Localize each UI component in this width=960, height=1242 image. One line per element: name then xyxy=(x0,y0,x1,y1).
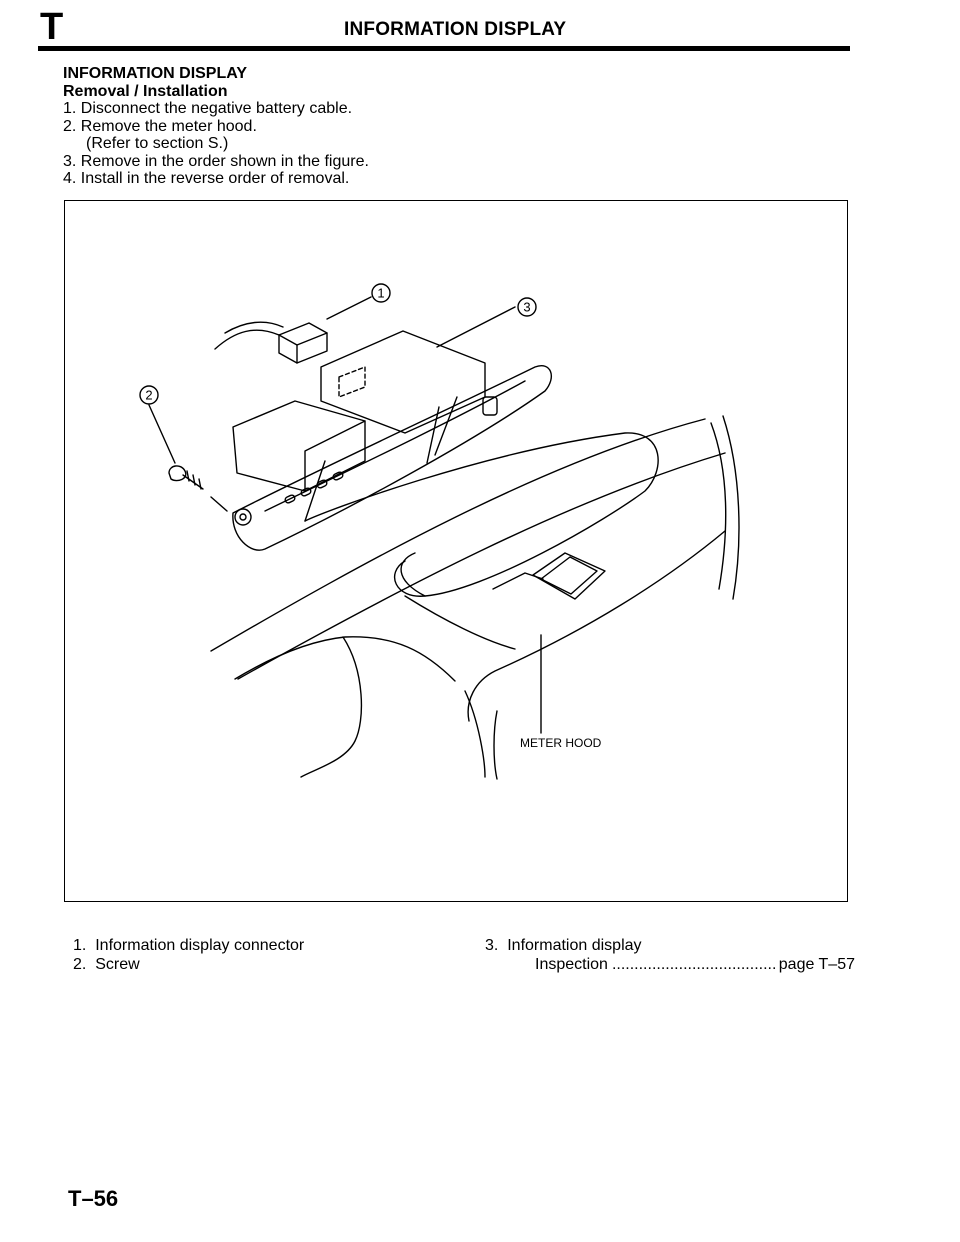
lower-curve xyxy=(234,636,456,682)
display-bezel xyxy=(232,365,553,551)
meter-hood-label: METER HOOD xyxy=(520,736,602,750)
callout-circle-3 xyxy=(517,297,537,317)
bezel-button-2 xyxy=(300,487,312,497)
page-number: T–56 xyxy=(68,1186,119,1211)
procedure-heading: INFORMATION DISPLAY xyxy=(63,65,248,82)
dash-curve-upper xyxy=(210,418,706,652)
procedure-subheading: Removal / Installation xyxy=(63,82,228,100)
leader-line-1 xyxy=(326,296,372,320)
step-4: 4. Install in the reverse order of remov… xyxy=(63,170,350,187)
legend-right: 3. Information display Inspection ......… xyxy=(485,936,855,974)
dash-curve-lower xyxy=(237,452,726,680)
callout-number-1: 1 xyxy=(377,286,384,301)
bezel-segment-1 xyxy=(304,460,326,522)
bezel-segment-3 xyxy=(434,396,458,456)
leader-line-3 xyxy=(436,306,516,348)
step-2-note: (Refer to section S.) xyxy=(86,135,229,152)
connector-top-edge xyxy=(278,332,328,346)
display-rear-housing xyxy=(232,400,366,492)
switch-block-inner xyxy=(540,556,598,595)
screw-shaft xyxy=(182,474,204,490)
column-line-left xyxy=(464,690,486,778)
leader-line-screw xyxy=(210,496,228,512)
bezel-button-4 xyxy=(332,471,344,481)
meter-hood-curl xyxy=(400,552,426,597)
connector-body xyxy=(278,322,328,364)
bezel-button-3 xyxy=(316,479,328,489)
callout-circle-1 xyxy=(371,283,391,303)
bezel-knob xyxy=(482,396,498,416)
screw-hole xyxy=(234,508,252,526)
meter-hood-outline xyxy=(304,432,659,597)
inspection-page-link: page T–57 xyxy=(778,956,855,973)
leader-line-2 xyxy=(148,404,176,464)
inspection-reference: Inspection .............................… xyxy=(485,955,855,974)
procedure-text: INFORMATION DISPLAY Removal / Installati… xyxy=(63,65,369,188)
figure-illustration: 1 3 2 METER HOOD xyxy=(139,283,740,780)
step-3: 3. Remove in the order shown in the figu… xyxy=(63,152,369,170)
meter-hood-lower xyxy=(404,595,516,650)
connector-wire-2 xyxy=(224,321,284,334)
bezel-segment-2 xyxy=(426,406,440,464)
callout-number-2: 2 xyxy=(145,388,152,403)
page-title: INFORMATION DISPLAY xyxy=(344,19,567,40)
callout-circle-2 xyxy=(139,385,159,405)
removal-figure: 1 3 2 METER HOOD xyxy=(64,200,848,902)
leader-dots: ........................................… xyxy=(611,956,775,973)
bezel-button-1 xyxy=(284,494,296,504)
legend-item-1: 1. Information display connector xyxy=(73,937,305,954)
step-1: 1. Disconnect the negative battery cable… xyxy=(63,100,353,117)
switch-slot xyxy=(492,572,544,590)
screw-head xyxy=(168,465,187,482)
bezel-inner-line xyxy=(264,380,526,512)
screw-threads xyxy=(186,470,202,490)
inspection-label: Inspection xyxy=(535,956,608,973)
column-curve xyxy=(300,636,363,778)
display-hidden-tab xyxy=(338,366,366,398)
display-top-housing xyxy=(320,330,486,434)
dash-right-edge xyxy=(722,415,740,600)
connector-wire-1 xyxy=(214,329,280,350)
header-rule xyxy=(38,46,850,51)
legend-left: 1. Information display connector 2. Scre… xyxy=(73,936,304,974)
callout-number-3: 3 xyxy=(523,300,530,315)
switch-block xyxy=(532,552,606,600)
section-letter: T xyxy=(40,6,64,48)
legend-item-2: 2. Screw xyxy=(73,956,140,973)
dash-right-edge-inner xyxy=(710,422,727,590)
screw-hole-center xyxy=(239,513,247,521)
dash-inner-curve xyxy=(467,530,726,722)
column-line-right xyxy=(493,710,498,780)
step-2: 2. Remove the meter hood. xyxy=(63,117,257,135)
legend-item-3: 3. Information display xyxy=(485,937,642,954)
